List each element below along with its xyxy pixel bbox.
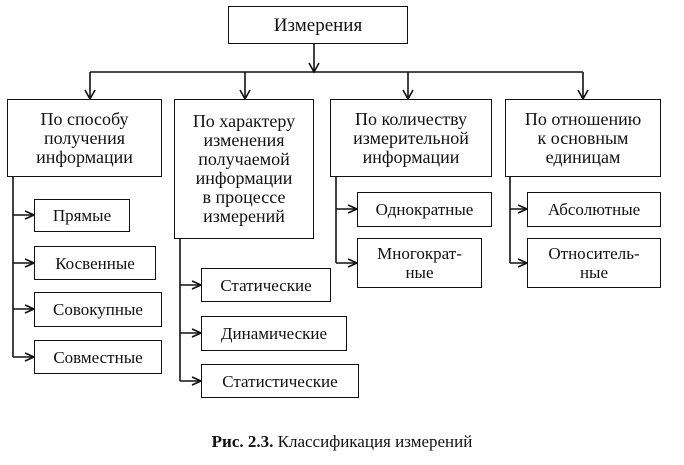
leaf-statistical: Статистические xyxy=(201,364,359,398)
leaf-dynamic: Динамические xyxy=(201,316,347,351)
category-by-units: По отношению к основным единицам xyxy=(505,99,661,177)
category-by-method: По способу получения информации xyxy=(7,99,162,177)
leaf-multiple: Многократ- ные xyxy=(357,238,482,288)
caption-number: Рис. 2.3. xyxy=(211,432,274,451)
root-node: Измерения xyxy=(228,6,408,44)
leaf-indirect: Косвенные xyxy=(34,246,156,280)
figure-caption: Рис. 2.3. Классификация измерений xyxy=(0,432,684,452)
leaf-joint: Совместные xyxy=(34,340,162,374)
category-by-change-character: По характеру изменения получаемой информ… xyxy=(174,99,314,239)
caption-text: Классификация измерений xyxy=(277,432,473,451)
leaf-single: Однократные xyxy=(357,192,492,227)
leaf-cumulative: Совокупные xyxy=(34,292,162,327)
leaf-absolute: Абсолютные xyxy=(527,192,661,227)
leaf-static: Статические xyxy=(201,268,331,302)
leaf-relative: Относитель- ные xyxy=(527,238,661,288)
category-by-quantity: По количеству измерительной информации xyxy=(330,99,492,177)
leaf-direct: Прямые xyxy=(34,199,130,232)
